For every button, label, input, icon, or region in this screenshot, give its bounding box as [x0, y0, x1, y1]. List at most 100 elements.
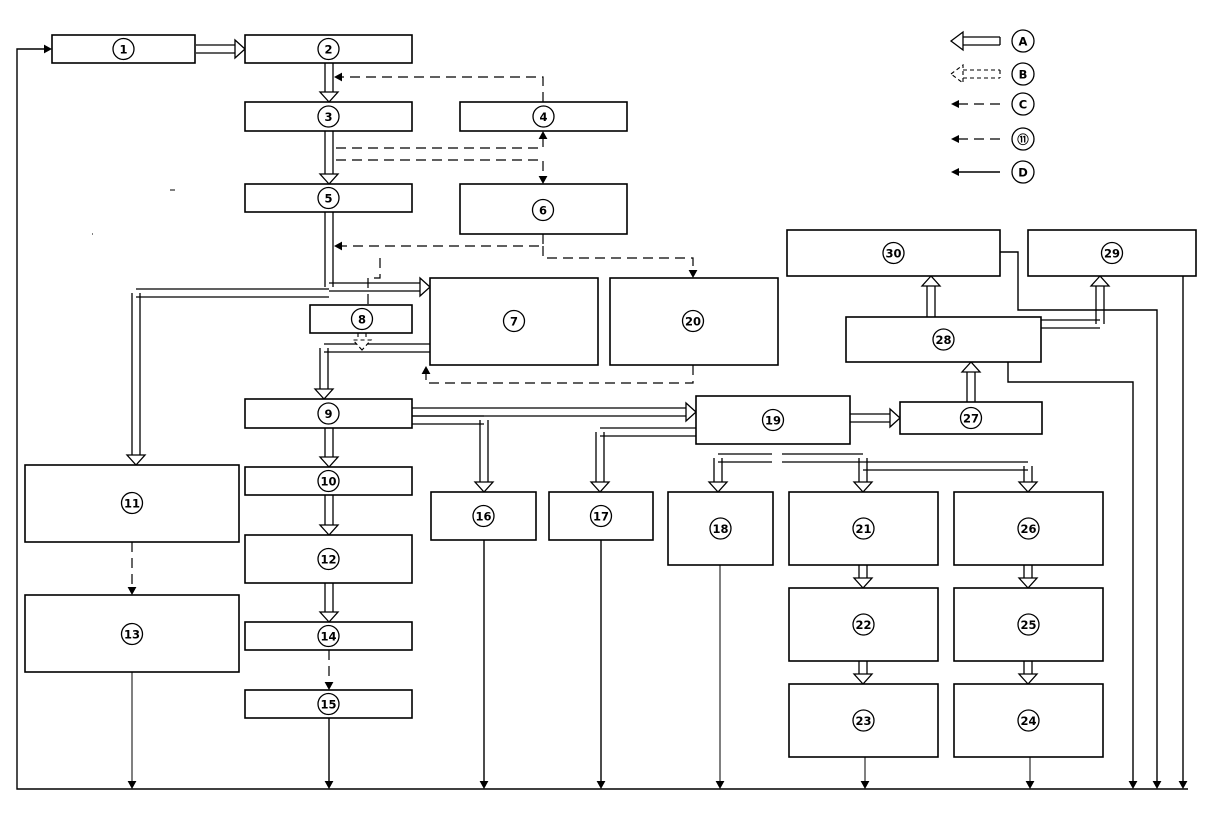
- return-bus: [16, 48, 1188, 790]
- node-marker-19: [761, 408, 785, 432]
- legend-label: A: [1019, 35, 1028, 49]
- arrow-3-6-head: [538, 176, 548, 184]
- arrow-8-9: [351, 333, 373, 351]
- node-marker-6: [531, 198, 555, 222]
- arrow-head: [1128, 781, 1138, 789]
- node-marker-11: [120, 491, 144, 515]
- box-9: 9: [244, 398, 413, 429]
- node-label-9: 9: [324, 407, 332, 421]
- legend-item-2: C: [951, 92, 1035, 116]
- arrow-head-hollow: [318, 524, 340, 536]
- node-label-3: 3: [324, 110, 332, 124]
- node-label-17: 17: [593, 510, 609, 524]
- arrow-19-27: [850, 407, 901, 429]
- arrow-20-7: [425, 365, 694, 384]
- node-marker-20: [681, 309, 705, 333]
- box-15: 15: [244, 689, 413, 719]
- node-marker-29: [1100, 241, 1124, 265]
- arrow-19-18: [707, 453, 772, 493]
- node-label-16: 16: [475, 510, 491, 524]
- return-bus-head: [44, 44, 52, 54]
- legend-label: D: [1018, 166, 1028, 180]
- arrow-6-5-head: [334, 241, 342, 251]
- arrow-head-hollow: [1017, 673, 1039, 685]
- arrow-head-hollow: [473, 481, 495, 493]
- node-marker-4: [532, 105, 555, 128]
- legend-marker: [1011, 160, 1035, 184]
- arrow-11-13-head: [127, 587, 137, 595]
- arrow-28-29: [1041, 275, 1111, 329]
- node-label-7: 7: [510, 315, 518, 329]
- box-5: 5: [244, 183, 413, 213]
- line-28-bus: [1007, 362, 1134, 786]
- arrow-head: [324, 781, 334, 789]
- box-14: 14: [244, 621, 413, 651]
- arrow-head-hollow: [351, 339, 373, 351]
- box-19: 19: [695, 395, 851, 445]
- node-label-10: 10: [320, 475, 336, 489]
- arrow-head-hollow: [125, 454, 147, 466]
- node-marker-24: [1017, 709, 1040, 732]
- legend-marker: [1011, 62, 1035, 86]
- node-label-1: 1: [119, 43, 127, 57]
- arrow-3-6: [336, 159, 544, 182]
- node-marker-30: [882, 241, 905, 265]
- node-marker-14: [317, 624, 340, 648]
- box-21: 21: [788, 491, 939, 566]
- box-23: 23: [788, 683, 939, 758]
- arrow-head-hollow: [685, 401, 697, 423]
- arrow-9-19: [412, 401, 697, 423]
- box-24: 24: [953, 683, 1104, 758]
- arrow-4-2: [336, 76, 544, 102]
- arrow-12-14: [318, 583, 340, 623]
- legend-head: [949, 30, 964, 52]
- arrow-6-8: [367, 258, 381, 305]
- arrow-head-hollow: [960, 361, 982, 373]
- node-marker-1: [112, 37, 135, 61]
- arrow-3-4-head: [538, 131, 548, 139]
- arrow-head-hollow: [852, 673, 874, 685]
- arrow-head-hollow: [234, 38, 246, 60]
- arrow-head: [1178, 781, 1188, 789]
- arrow-19-21: [782, 453, 874, 493]
- node-label-28: 28: [935, 333, 951, 347]
- node-label-25: 25: [1020, 618, 1036, 632]
- arrow-head: [1152, 781, 1162, 789]
- arrow-25-24: [1017, 661, 1039, 685]
- legend-marker: [1011, 127, 1035, 151]
- node-marker-15: [317, 692, 340, 716]
- box-1: 1: [51, 34, 196, 64]
- node-marker-18: [709, 517, 732, 540]
- node-marker-17: [589, 504, 613, 528]
- arrow-2-3: [318, 63, 340, 103]
- node-label-21: 21: [855, 522, 871, 536]
- box-8: 8: [309, 304, 413, 334]
- arrow-head: [715, 781, 725, 789]
- node-label-20: 20: [685, 315, 701, 329]
- node-label-18: 18: [712, 522, 728, 536]
- node-label-2: 2: [324, 43, 332, 57]
- node-marker-12: [317, 547, 340, 571]
- arrow-26-25: [1017, 565, 1039, 589]
- arrow-head: [127, 781, 137, 789]
- node-marker-7: [502, 309, 526, 333]
- legend-item-3: ⑪: [951, 127, 1035, 151]
- arrow-1-2: [196, 38, 246, 60]
- node-label-26: 26: [1020, 522, 1036, 536]
- node-marker-3: [317, 105, 340, 128]
- node-label-29: 29: [1104, 247, 1120, 261]
- node-label-11: 11: [124, 497, 140, 511]
- node-label-15: 15: [320, 698, 336, 712]
- arrow-head-hollow: [1089, 275, 1111, 287]
- arrow-20-7-head: [421, 366, 431, 374]
- box-3: 3: [244, 101, 413, 132]
- arrow-4-2-head: [334, 72, 342, 82]
- box-11: 11: [24, 464, 240, 543]
- arrow-head-hollow: [318, 173, 340, 185]
- box-17: 17: [548, 491, 654, 541]
- box-7: 7: [429, 277, 599, 366]
- arrow-28-30: [920, 275, 942, 317]
- arrow-head: [596, 781, 606, 789]
